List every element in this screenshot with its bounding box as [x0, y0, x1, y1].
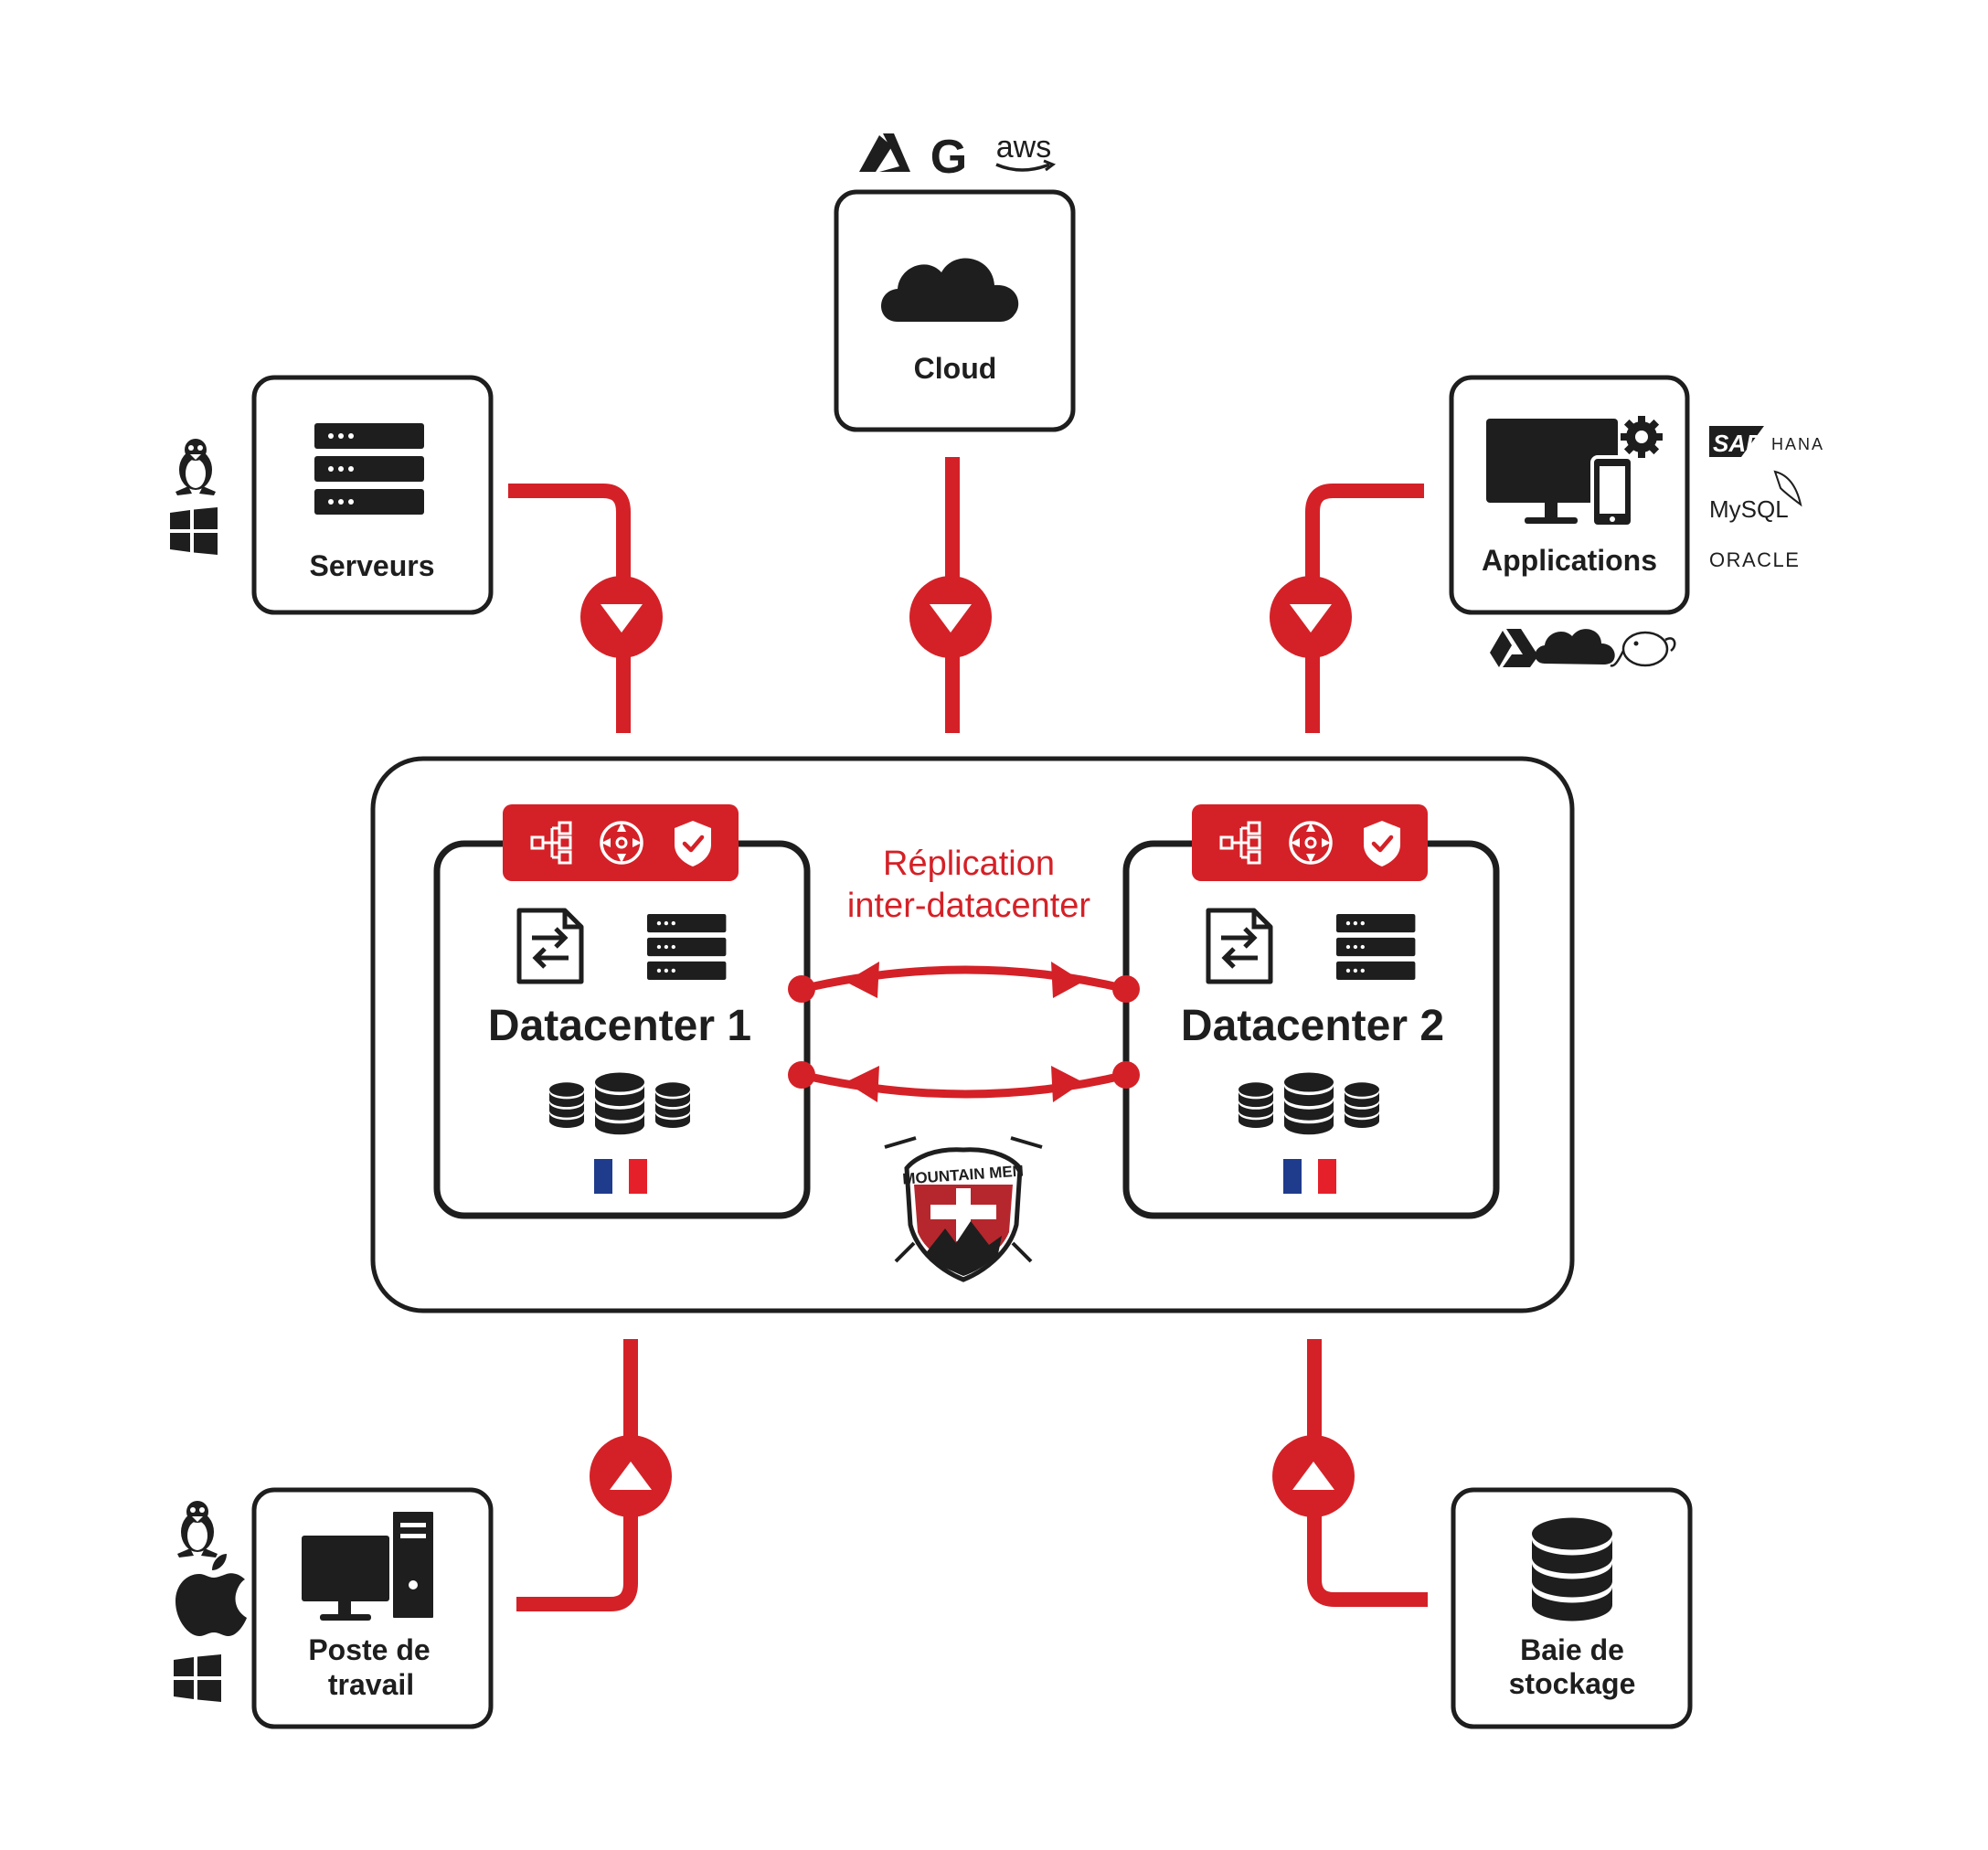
windows-icon — [170, 507, 218, 555]
flow-valve-workstation — [590, 1435, 672, 1517]
france-flag-icon — [1283, 1159, 1336, 1194]
transfer-icon — [1208, 910, 1270, 982]
cloud-label: Cloud — [914, 352, 997, 385]
applications-label: Applications — [1482, 544, 1657, 577]
server-rack-icon — [647, 914, 727, 980]
sap-hana-logo-icon: SAP HANA — [1709, 426, 1824, 457]
storage-label-line1: Baie de — [1520, 1633, 1624, 1666]
svg-text:HANA: HANA — [1771, 435, 1824, 453]
datacenter-1-header — [503, 804, 739, 881]
cloud-node[interactable]: Cloud — [834, 189, 1076, 432]
servers-label: Serveurs — [310, 549, 435, 582]
pipe-workstation — [516, 1339, 638, 1611]
replication-arrows — [788, 962, 1140, 1102]
aws-logo-icon: aws — [995, 130, 1057, 172]
flow-pipes — [508, 457, 1428, 1611]
desktop-computer-icon — [302, 1508, 437, 1621]
google-drive-icon — [1490, 629, 1539, 667]
cloud-icon — [1535, 629, 1615, 665]
pipe-applications — [1305, 484, 1424, 733]
monitor-mobile-gear-icon — [1486, 416, 1663, 528]
transfer-icon — [519, 910, 581, 982]
windows-icon — [174, 1654, 221, 1702]
applications-node[interactable]: Applications — [1449, 375, 1690, 615]
apple-icon — [175, 1554, 247, 1636]
workstation-label-line2: travail — [328, 1668, 414, 1701]
linux-tux-icon — [177, 1501, 218, 1558]
replication-label-line1: Réplication — [883, 845, 1055, 883]
datacenter-2-title: Datacenter 2 — [1181, 1002, 1444, 1050]
datacenter-1-title: Datacenter 1 — [488, 1002, 751, 1050]
datacenter-1-card[interactable]: Datacenter 1 — [433, 804, 811, 1219]
pipe-servers — [508, 484, 631, 733]
datacenter-2-card[interactable]: Datacenter 2 — [1122, 804, 1500, 1219]
storage-label-line2: stockage — [1509, 1667, 1636, 1700]
replication-label-line2: inter-datacenter — [847, 887, 1090, 925]
france-flag-icon — [594, 1159, 647, 1194]
workstation-node[interactable]: Poste de travail — [251, 1487, 494, 1729]
svg-text:MySQL: MySQL — [1709, 495, 1789, 523]
mysql-logo-icon: MySQL — [1709, 470, 1802, 523]
cloud-icon — [881, 258, 1019, 322]
hadoop-elephant-icon — [1610, 631, 1676, 667]
flow-valve-servers — [580, 576, 663, 658]
datacenter-2-header — [1192, 804, 1428, 881]
server-rack-icon — [314, 423, 424, 515]
linux-tux-icon — [175, 439, 216, 495]
svg-text:aws: aws — [996, 130, 1051, 165]
flow-valve-applications — [1270, 576, 1352, 658]
oracle-logo-icon: ORACLE — [1709, 548, 1800, 571]
svg-text:SAP: SAP — [1713, 430, 1762, 457]
azure-logo-icon — [859, 133, 910, 172]
storage-node[interactable]: Baie de stockage — [1451, 1487, 1693, 1729]
server-rack-icon — [1336, 914, 1416, 980]
servers-node[interactable]: Serveurs — [251, 375, 494, 615]
flow-valve-cloud — [909, 576, 992, 658]
pipe-storage — [1307, 1339, 1428, 1607]
workstation-label-line1: Poste de — [308, 1633, 430, 1666]
google-logo-icon: G — [930, 131, 967, 184]
flow-valve-storage — [1272, 1435, 1355, 1517]
mountain-men-shield-logo: MOUNTAIN MEN — [884, 1136, 1043, 1282]
cloud-providers: G aws — [859, 130, 1057, 184]
